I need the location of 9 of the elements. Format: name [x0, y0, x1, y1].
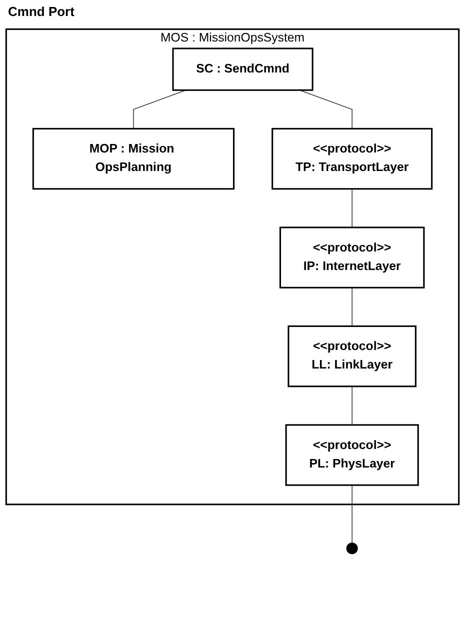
node-box: MOP : Mission OpsPlanning [32, 128, 235, 190]
connector [299, 90, 352, 130]
node-box: <<protocol>> LL: LinkLayer [288, 325, 416, 388]
node-box: SC : SendCmnd [172, 48, 314, 91]
port-label: Cmnd Port [8, 4, 74, 19]
node-box: <<protocol>> PL: PhysLayer [285, 424, 419, 486]
node-box: <<protocol>> TP: TransportLayer [272, 128, 433, 190]
node-box: <<protocol>> IP: InternetLayer [279, 226, 425, 288]
connector [133, 90, 186, 130]
